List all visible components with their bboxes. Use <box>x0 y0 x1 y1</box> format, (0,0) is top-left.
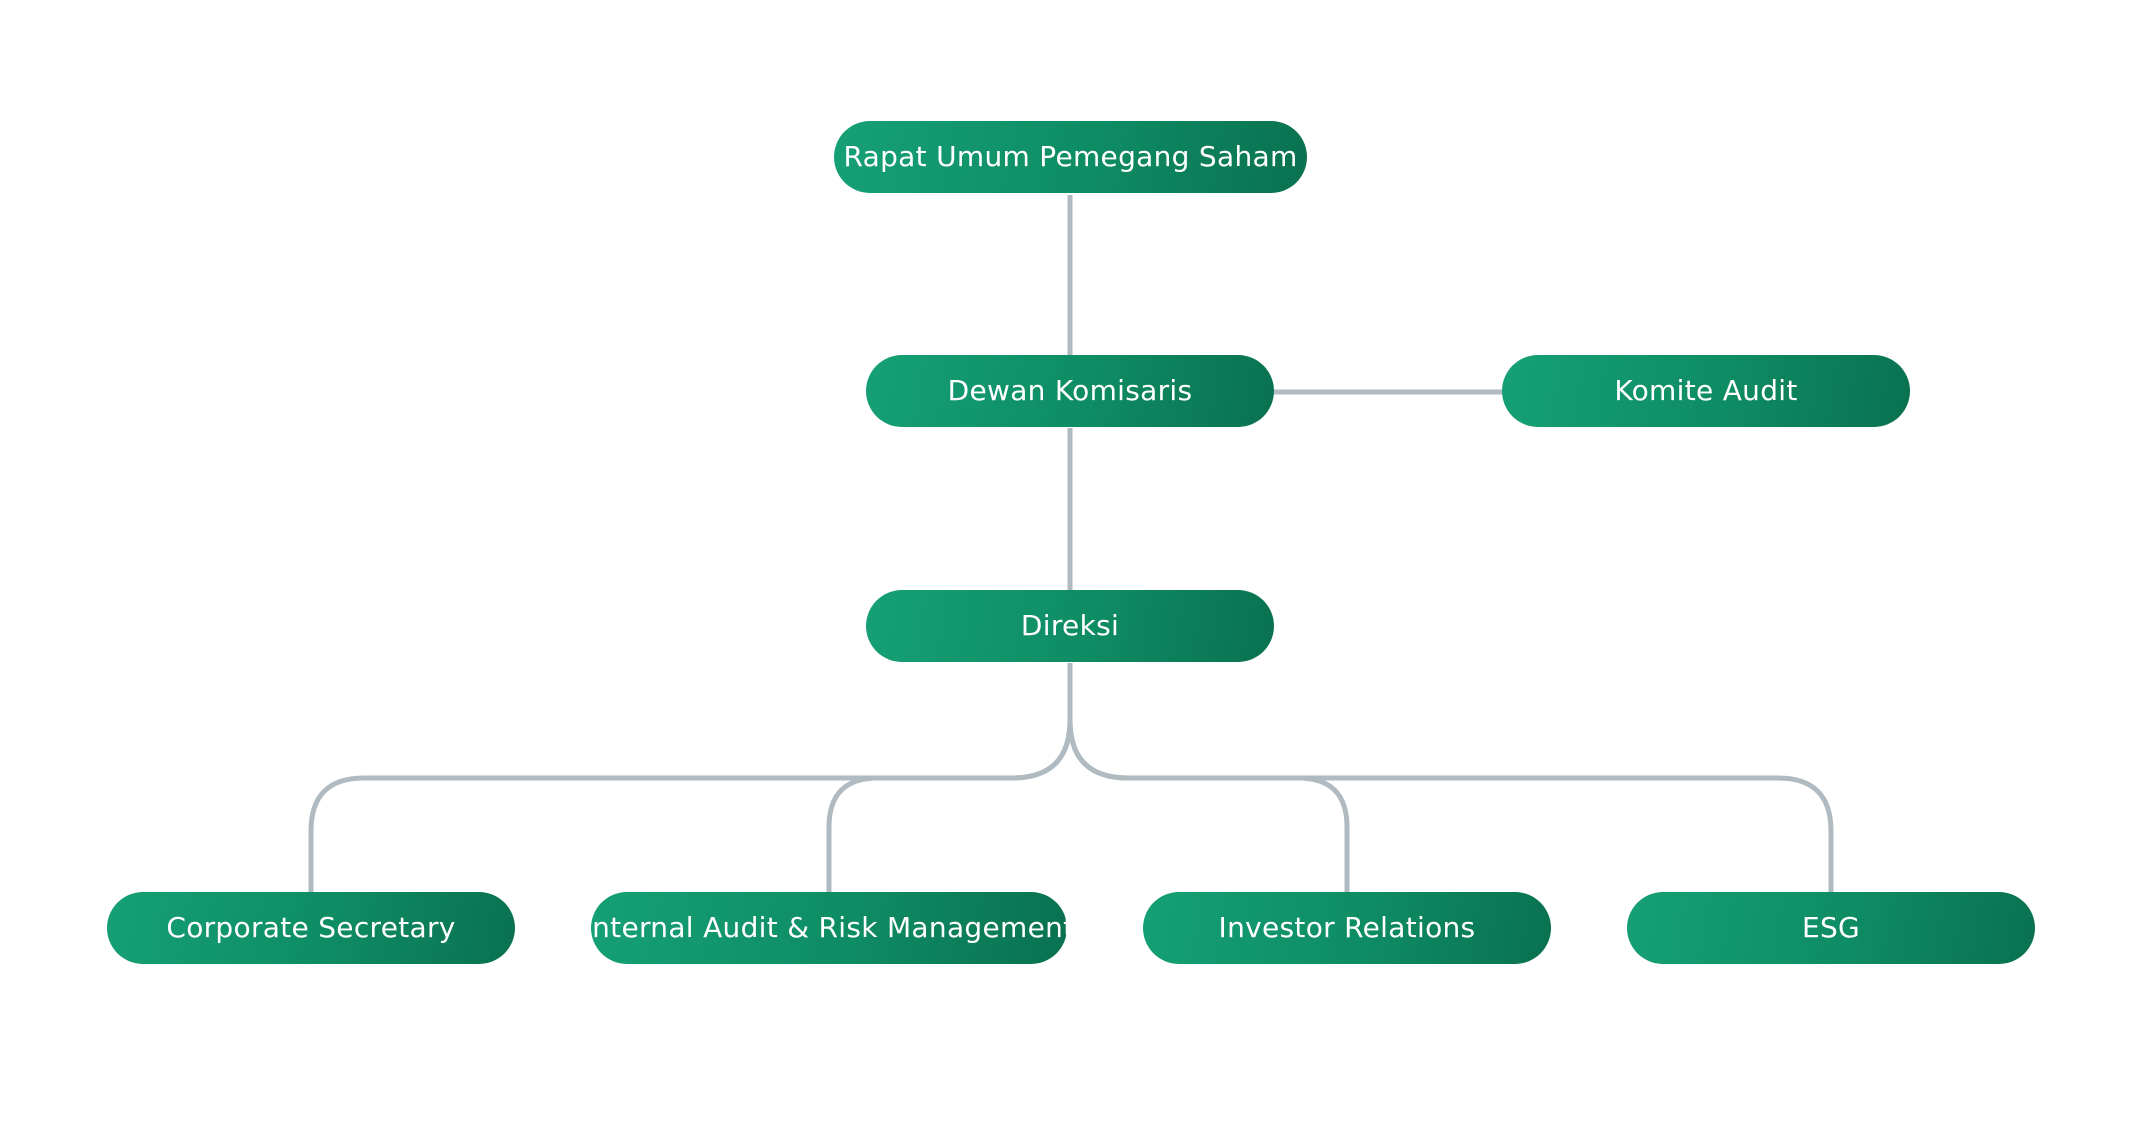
node-esg: ESG <box>1627 892 2035 964</box>
node-corporate-secretary: Corporate Secretary <box>107 892 515 964</box>
node-label: Corporate Secretary <box>166 911 456 944</box>
node-dewan-komisaris: Dewan Komisaris <box>866 355 1274 427</box>
node-label: Komite Audit <box>1614 374 1798 407</box>
node-rapat-umum-pemegang-saham: Rapat Umum Pemegang Saham <box>834 121 1307 193</box>
connector-direksi-internal-audit <box>826 719 1073 892</box>
connector-direksi-investor-relations <box>1067 719 1350 892</box>
node-komite-audit: Komite Audit <box>1502 355 1910 427</box>
node-label: Dewan Komisaris <box>947 374 1193 407</box>
node-label: Internal Audit & Risk Management <box>583 911 1075 944</box>
node-direksi: Direksi <box>866 590 1274 662</box>
node-investor-relations: Investor Relations <box>1143 892 1551 964</box>
node-internal-audit-risk-management: Internal Audit & Risk Management <box>584 892 1074 964</box>
node-label: Investor Relations <box>1218 911 1476 944</box>
node-label: Rapat Umum Pemegang Saham <box>843 140 1298 173</box>
node-label: Direksi <box>1020 609 1120 642</box>
connector-direksi-esg <box>1067 719 1834 892</box>
node-label: ESG <box>1801 911 1861 944</box>
